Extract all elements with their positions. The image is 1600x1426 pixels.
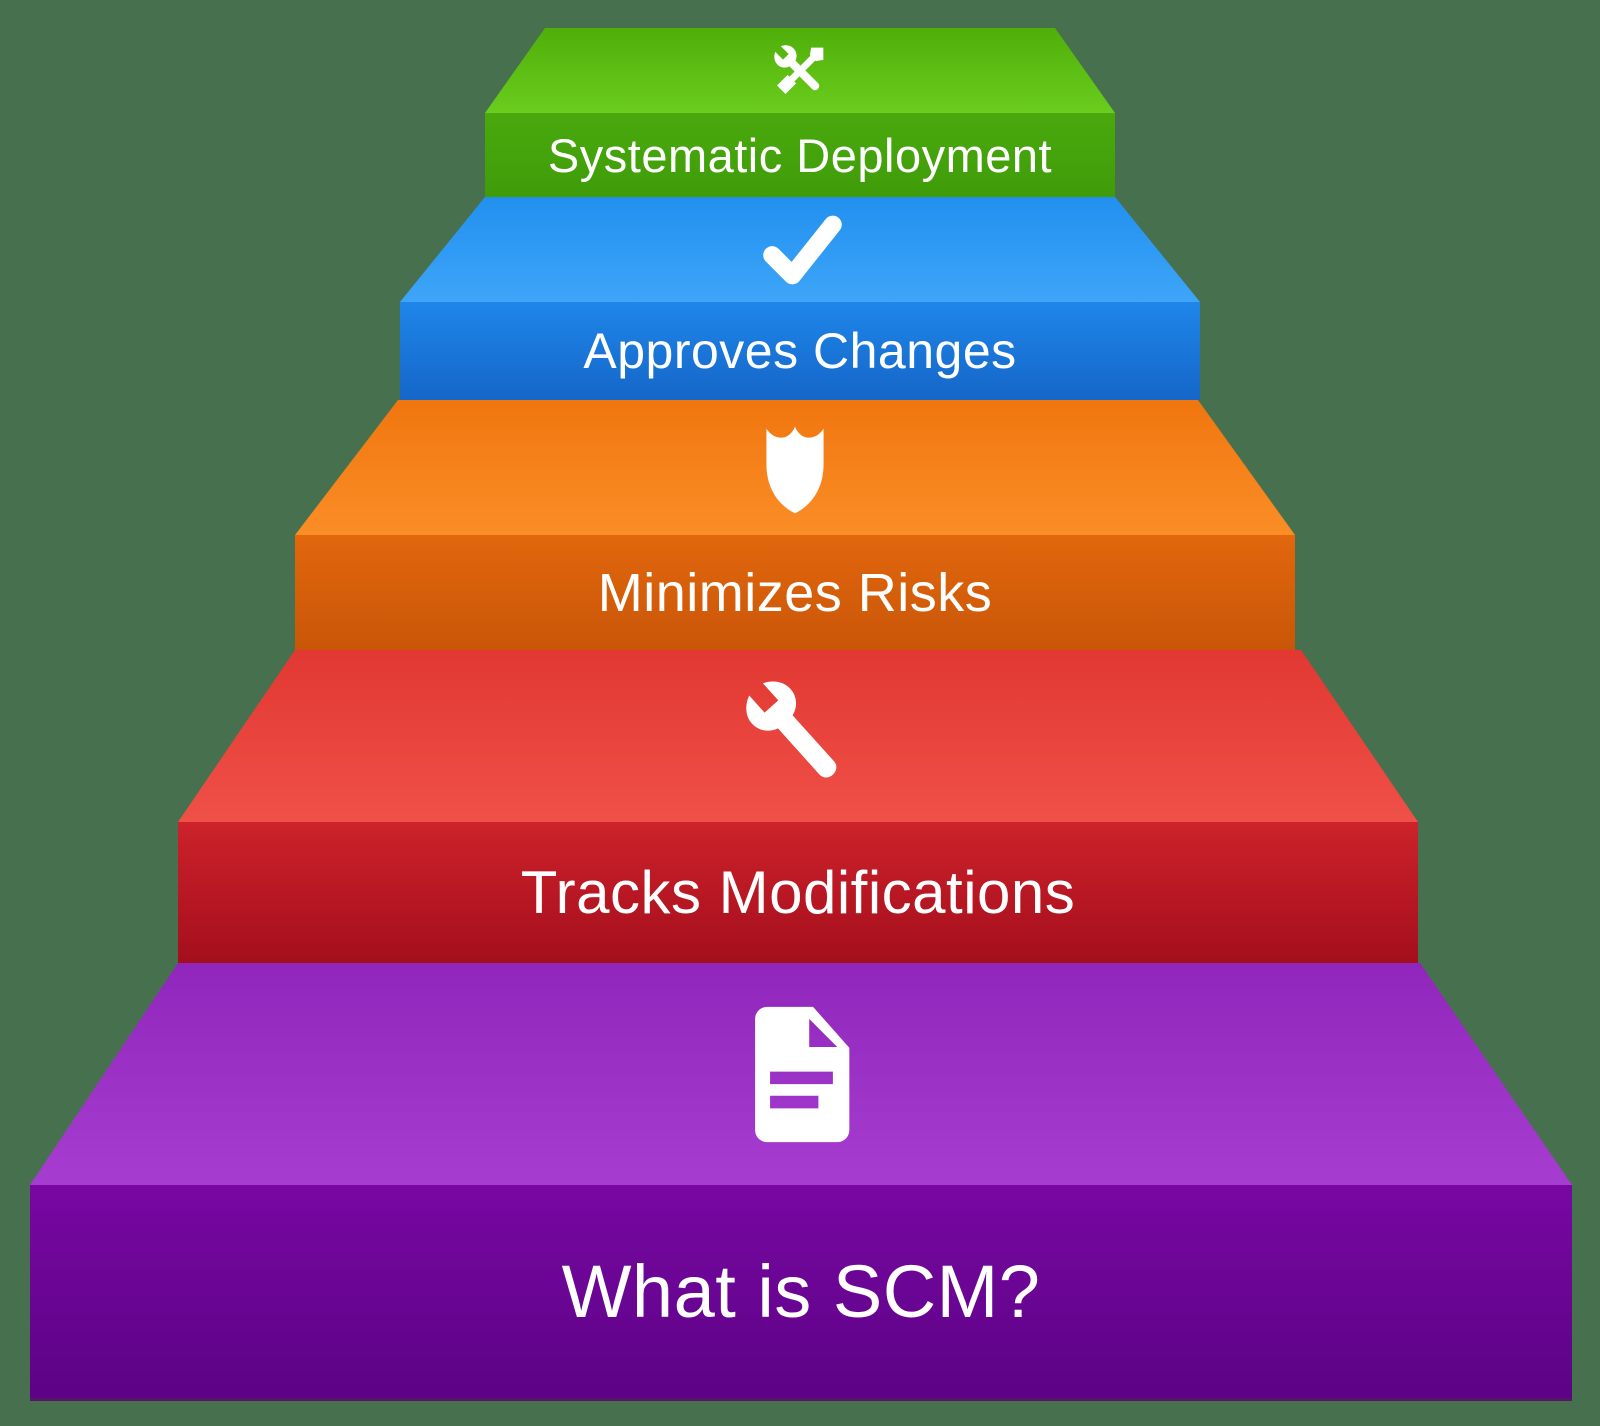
check-icon [754, 209, 846, 291]
step-label-what-is-scm: What is SCM? [561, 1250, 1041, 1333]
step-tracks-modifications-top-face [178, 650, 1418, 822]
shield-icon [748, 418, 842, 518]
step-systematic-deployment-top-face [485, 28, 1115, 113]
tools-icon [765, 36, 835, 106]
step-what-is-scm: What is SCM? [30, 1185, 1572, 1401]
step-label-tracks-modifications: Tracks Modifications [520, 859, 1076, 926]
step-approves-changes: Approves Changes [400, 302, 1200, 400]
step-label-approves-changes: Approves Changes [583, 323, 1017, 379]
step-approves-changes-top-face [400, 197, 1200, 302]
wrench-icon [729, 667, 867, 805]
step-minimizes-risks: Minimizes Risks [295, 535, 1295, 650]
step-label-systematic-deployment: Systematic Deployment [547, 128, 1053, 182]
step-tracks-modifications: Tracks Modifications [178, 822, 1418, 963]
step-systematic-deployment: Systematic Deployment [485, 113, 1115, 197]
document-icon [743, 1002, 859, 1147]
step-minimizes-risks-top-face [295, 400, 1295, 535]
step-label-minimizes-risks: Minimizes Risks [597, 562, 993, 623]
step-what-is-scm-top-face [30, 963, 1572, 1185]
